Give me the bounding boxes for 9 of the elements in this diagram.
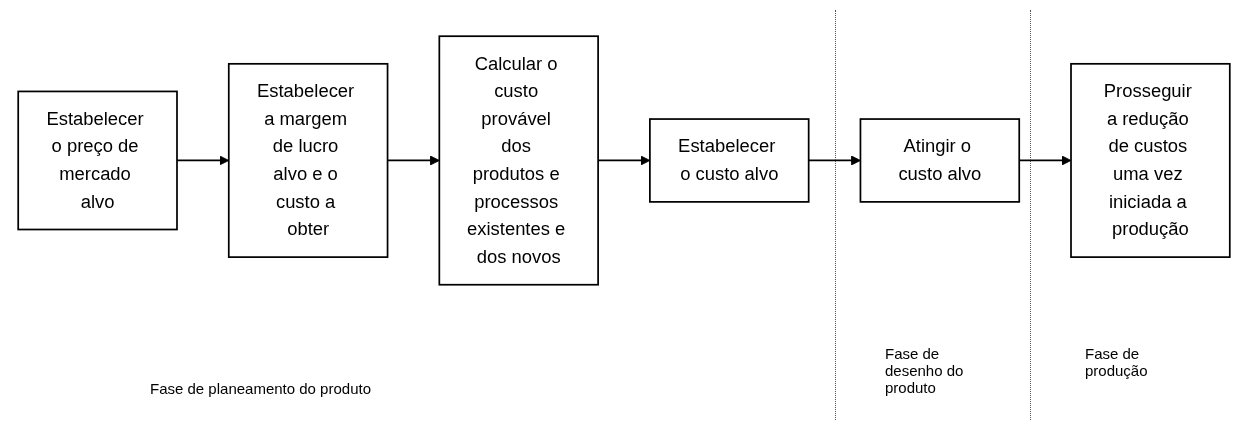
phase-label: Fase de desenho do produto [885, 345, 965, 396]
node-box: Prosseguir a redução de custos uma vez iniciada a produção [1069, 62, 1231, 258]
node-box: Estabelecer o preço de mercado alvo [16, 90, 178, 230]
node-box: Estabelecer a margem de lucro alvo e o custo a obter [227, 62, 388, 258]
node-box: Estabelecer o custo alvo [648, 117, 810, 203]
phase-label: Fase de planeamento do produto [150, 380, 372, 397]
node-box: Calcular o custo provável dos produtos e processos existentes e dos novos [437, 34, 599, 286]
node-box: Atingir o custo alvo [859, 117, 1020, 203]
phase-label: Fase de produção [1085, 345, 1149, 379]
